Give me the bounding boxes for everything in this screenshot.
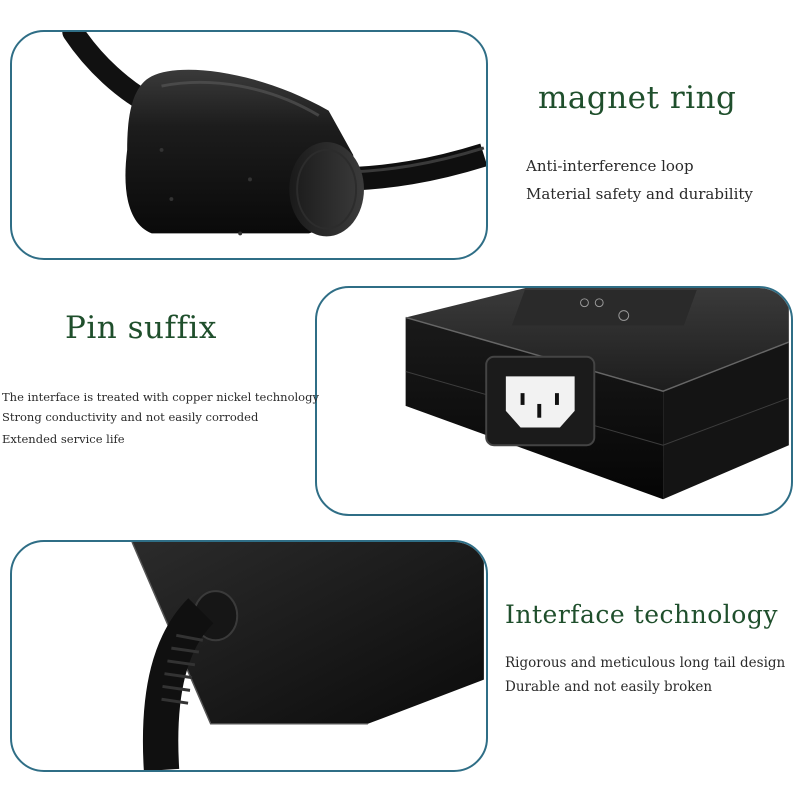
cable-tail-photo: [131, 542, 484, 770]
magnet-ring-photo-frame: [10, 30, 488, 260]
section-title-interface-technology: Interface technology: [505, 600, 778, 629]
feature-line: Anti-interference loop: [526, 157, 694, 175]
magnet-ring-photo: [62, 32, 486, 237]
feature-line: Strong conductivity and not easily corro…: [2, 410, 259, 424]
section-title-magnet-ring: magnet ring: [538, 80, 737, 116]
feature-line: The interface is treated with copper nic…: [2, 390, 319, 404]
ac-socket-photo-frame: [315, 286, 793, 516]
cable-tail-photo-frame: [10, 540, 488, 772]
feature-line: Material safety and durability: [526, 185, 753, 203]
feature-line: Rigorous and meticulous long tail design: [505, 655, 786, 671]
feature-line: Durable and not easily broken: [505, 679, 713, 695]
section-title-pin-suffix: Pin suffix: [65, 310, 217, 346]
feature-line: Extended service life: [2, 432, 125, 446]
ac-socket-photo: [405, 288, 790, 500]
